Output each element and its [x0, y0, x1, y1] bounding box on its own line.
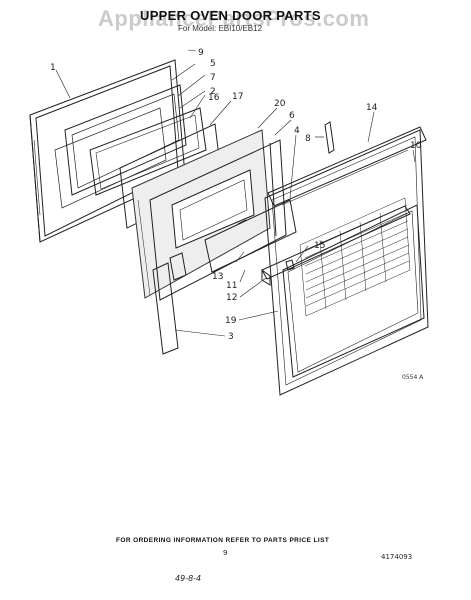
page-title: UPPER OVEN DOOR PARTS — [140, 8, 321, 23]
callout-19: 19 — [225, 316, 237, 326]
callout-12: 12 — [226, 293, 237, 303]
page-number: 9 — [223, 549, 228, 557]
door-insulation — [131, 129, 271, 299]
callout-17: 17 — [232, 92, 243, 102]
glass-retainer-frame — [64, 84, 187, 196]
figure-code: 0554 A — [402, 374, 424, 381]
ordering-note: FOR ORDERING INFORMATION REFER TO PARTS … — [116, 537, 330, 544]
callout-1: 1 — [50, 63, 56, 73]
callout-7: 7 — [210, 73, 216, 83]
callout-20: 20 — [274, 99, 286, 109]
callout-10: 10 — [410, 141, 422, 151]
callout-13: 13 — [212, 272, 223, 282]
callout-leaders — [55, 49, 416, 337]
inner-glass-panel — [89, 107, 207, 196]
callout-4: 4 — [294, 126, 300, 136]
callout-8: 8 — [305, 134, 311, 144]
door-handle — [261, 205, 411, 286]
door-liner — [149, 139, 287, 301]
callout-11: 11 — [226, 281, 237, 291]
door-gasket-strip — [152, 262, 179, 355]
callout-3: 3 — [228, 332, 234, 342]
callout-2: 2 — [210, 87, 216, 97]
callout-5: 5 — [210, 59, 216, 69]
callout-14: 14 — [366, 103, 378, 113]
callout-16: 16 — [208, 93, 220, 103]
watermark: AppliancePartsPros.com — [98, 6, 370, 31]
rear-glass-panel — [204, 199, 297, 273]
callout-6: 6 — [289, 111, 295, 121]
hinge-clip — [315, 121, 335, 154]
outer-door-panel — [264, 126, 429, 396]
callout-15: 15 — [314, 241, 325, 251]
model-subtitle: For Model: EBI10/EB12 — [178, 24, 263, 33]
callout-9: 9 — [198, 48, 204, 58]
insulation-strip — [169, 252, 187, 281]
document-number: 4174093 — [381, 553, 413, 561]
date-code: 49-8-4 — [175, 574, 202, 583]
